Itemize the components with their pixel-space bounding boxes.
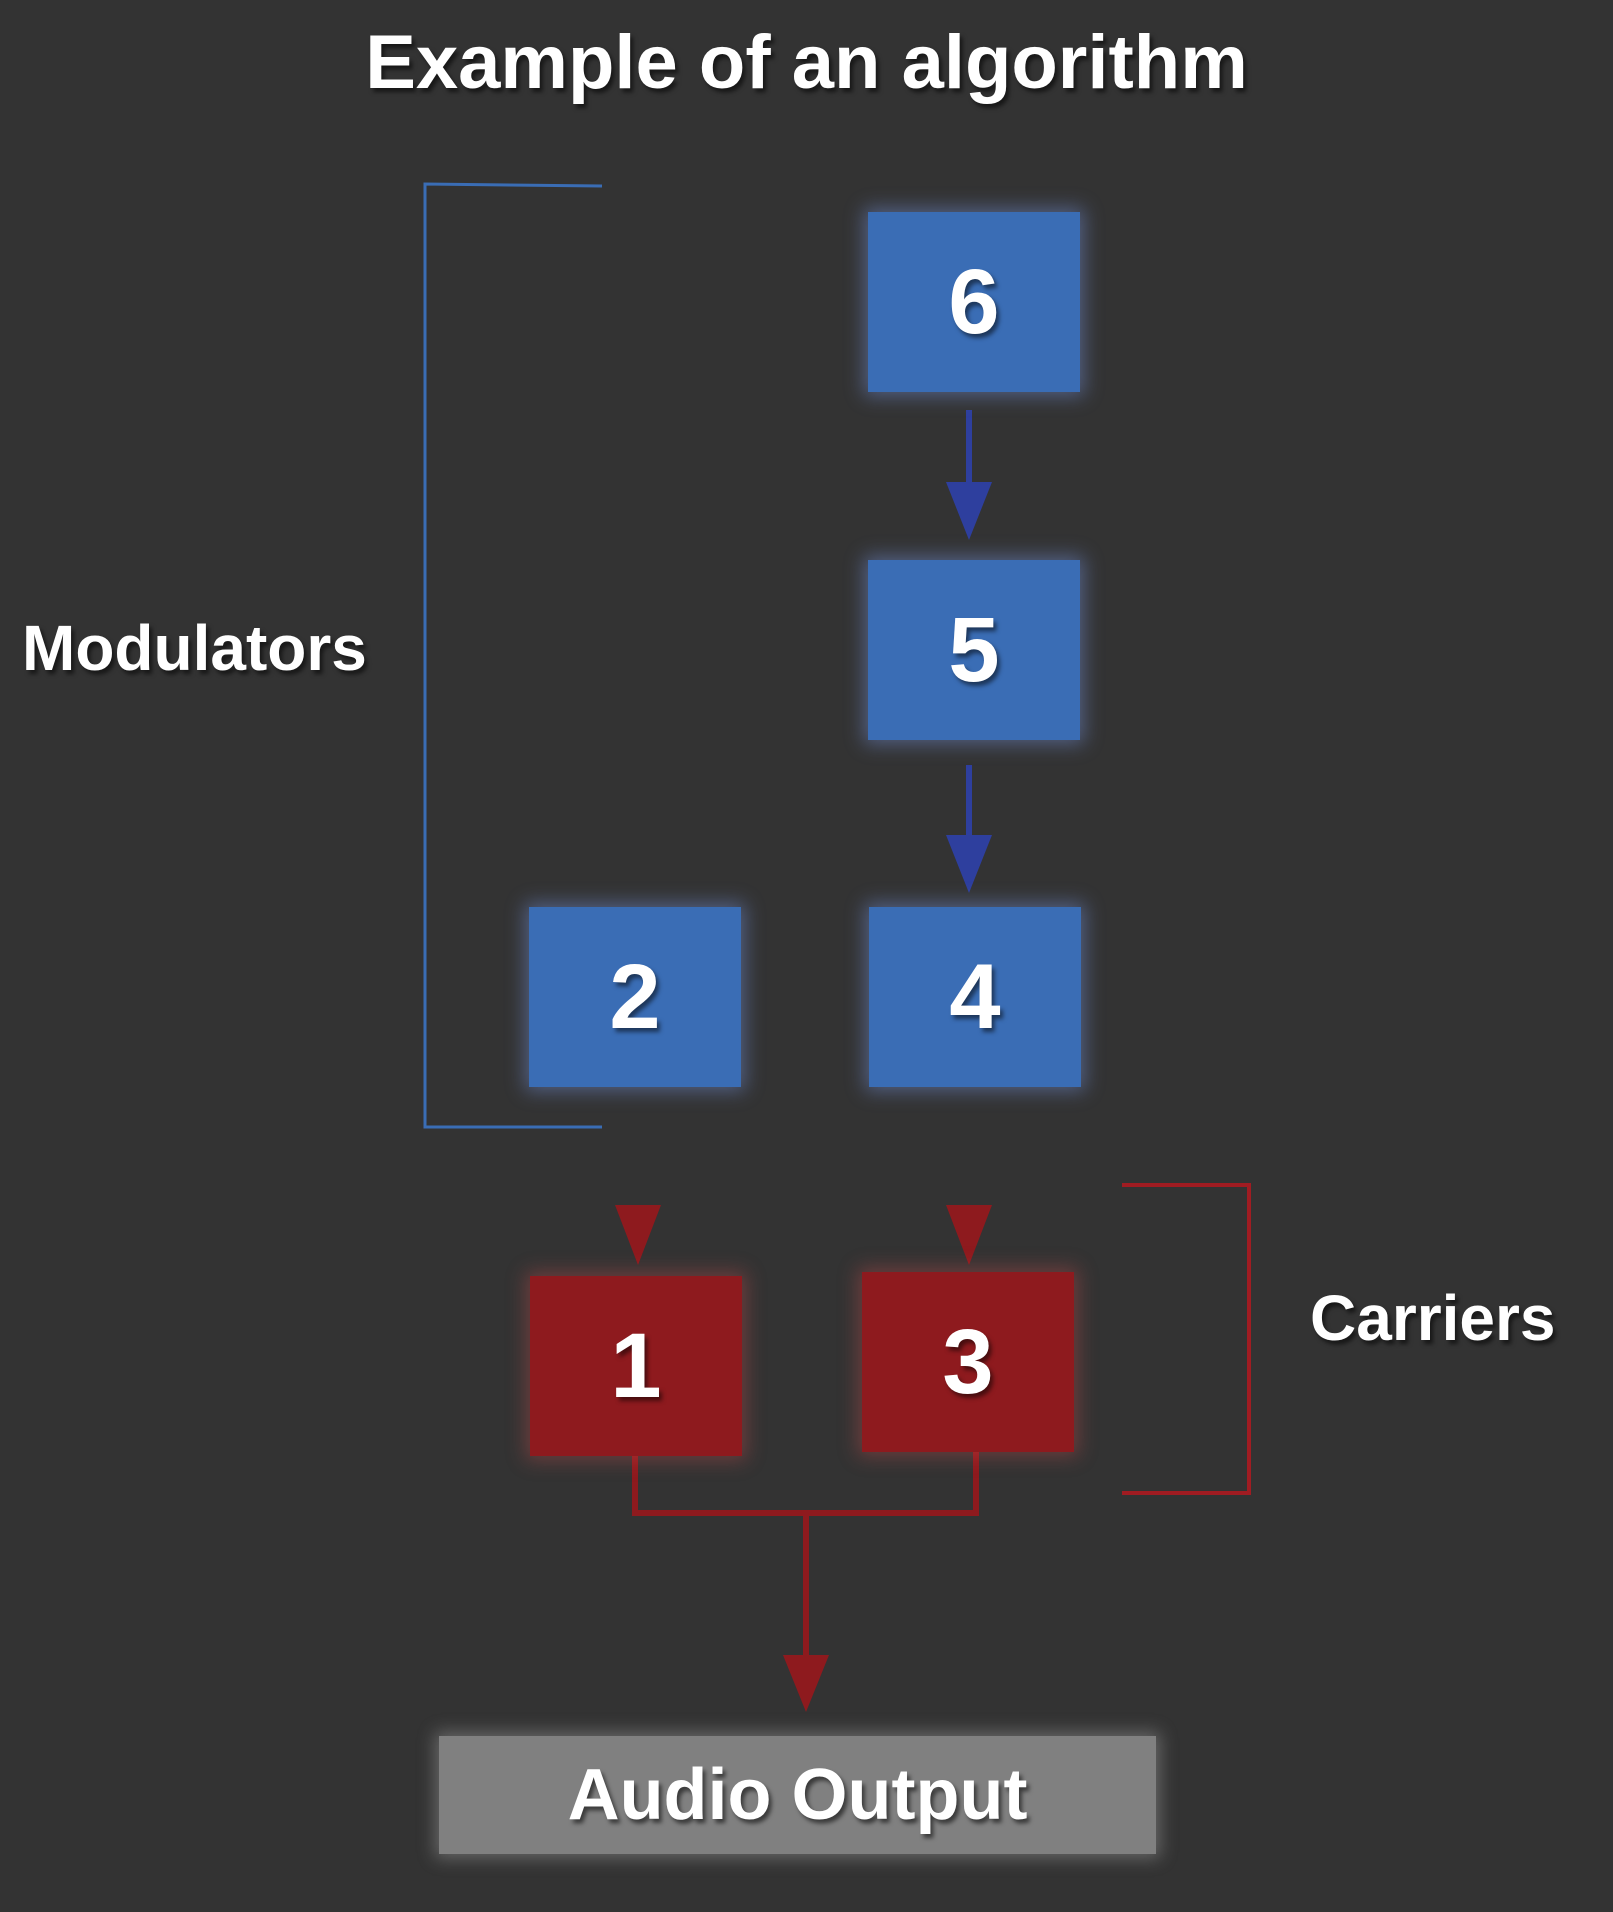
- audio-output-box: Audio Output: [439, 1736, 1156, 1854]
- operator-1: 1: [530, 1276, 742, 1456]
- diagram-title: Example of an algorithm: [365, 20, 1248, 105]
- carriers-label: Carriers: [1310, 1282, 1556, 1354]
- operator-4: 4: [869, 907, 1081, 1087]
- arrow-6-to-5: [946, 410, 992, 540]
- modulators-label: Modulators: [22, 612, 367, 684]
- operator-3: 3: [862, 1272, 1074, 1452]
- arrow-carriers-to-output: [632, 1452, 979, 1712]
- arrow-5-to-4: [946, 765, 992, 893]
- operator-5: 5: [868, 560, 1080, 740]
- operator-2: 2: [529, 907, 741, 1087]
- arrow-2-to-1: [615, 1105, 661, 1265]
- arrow-4-to-3: [946, 1105, 992, 1265]
- modulators-bracket: [423, 182, 603, 1129]
- carriers-bracket: [1122, 1183, 1251, 1495]
- operator-6: 6: [868, 212, 1080, 392]
